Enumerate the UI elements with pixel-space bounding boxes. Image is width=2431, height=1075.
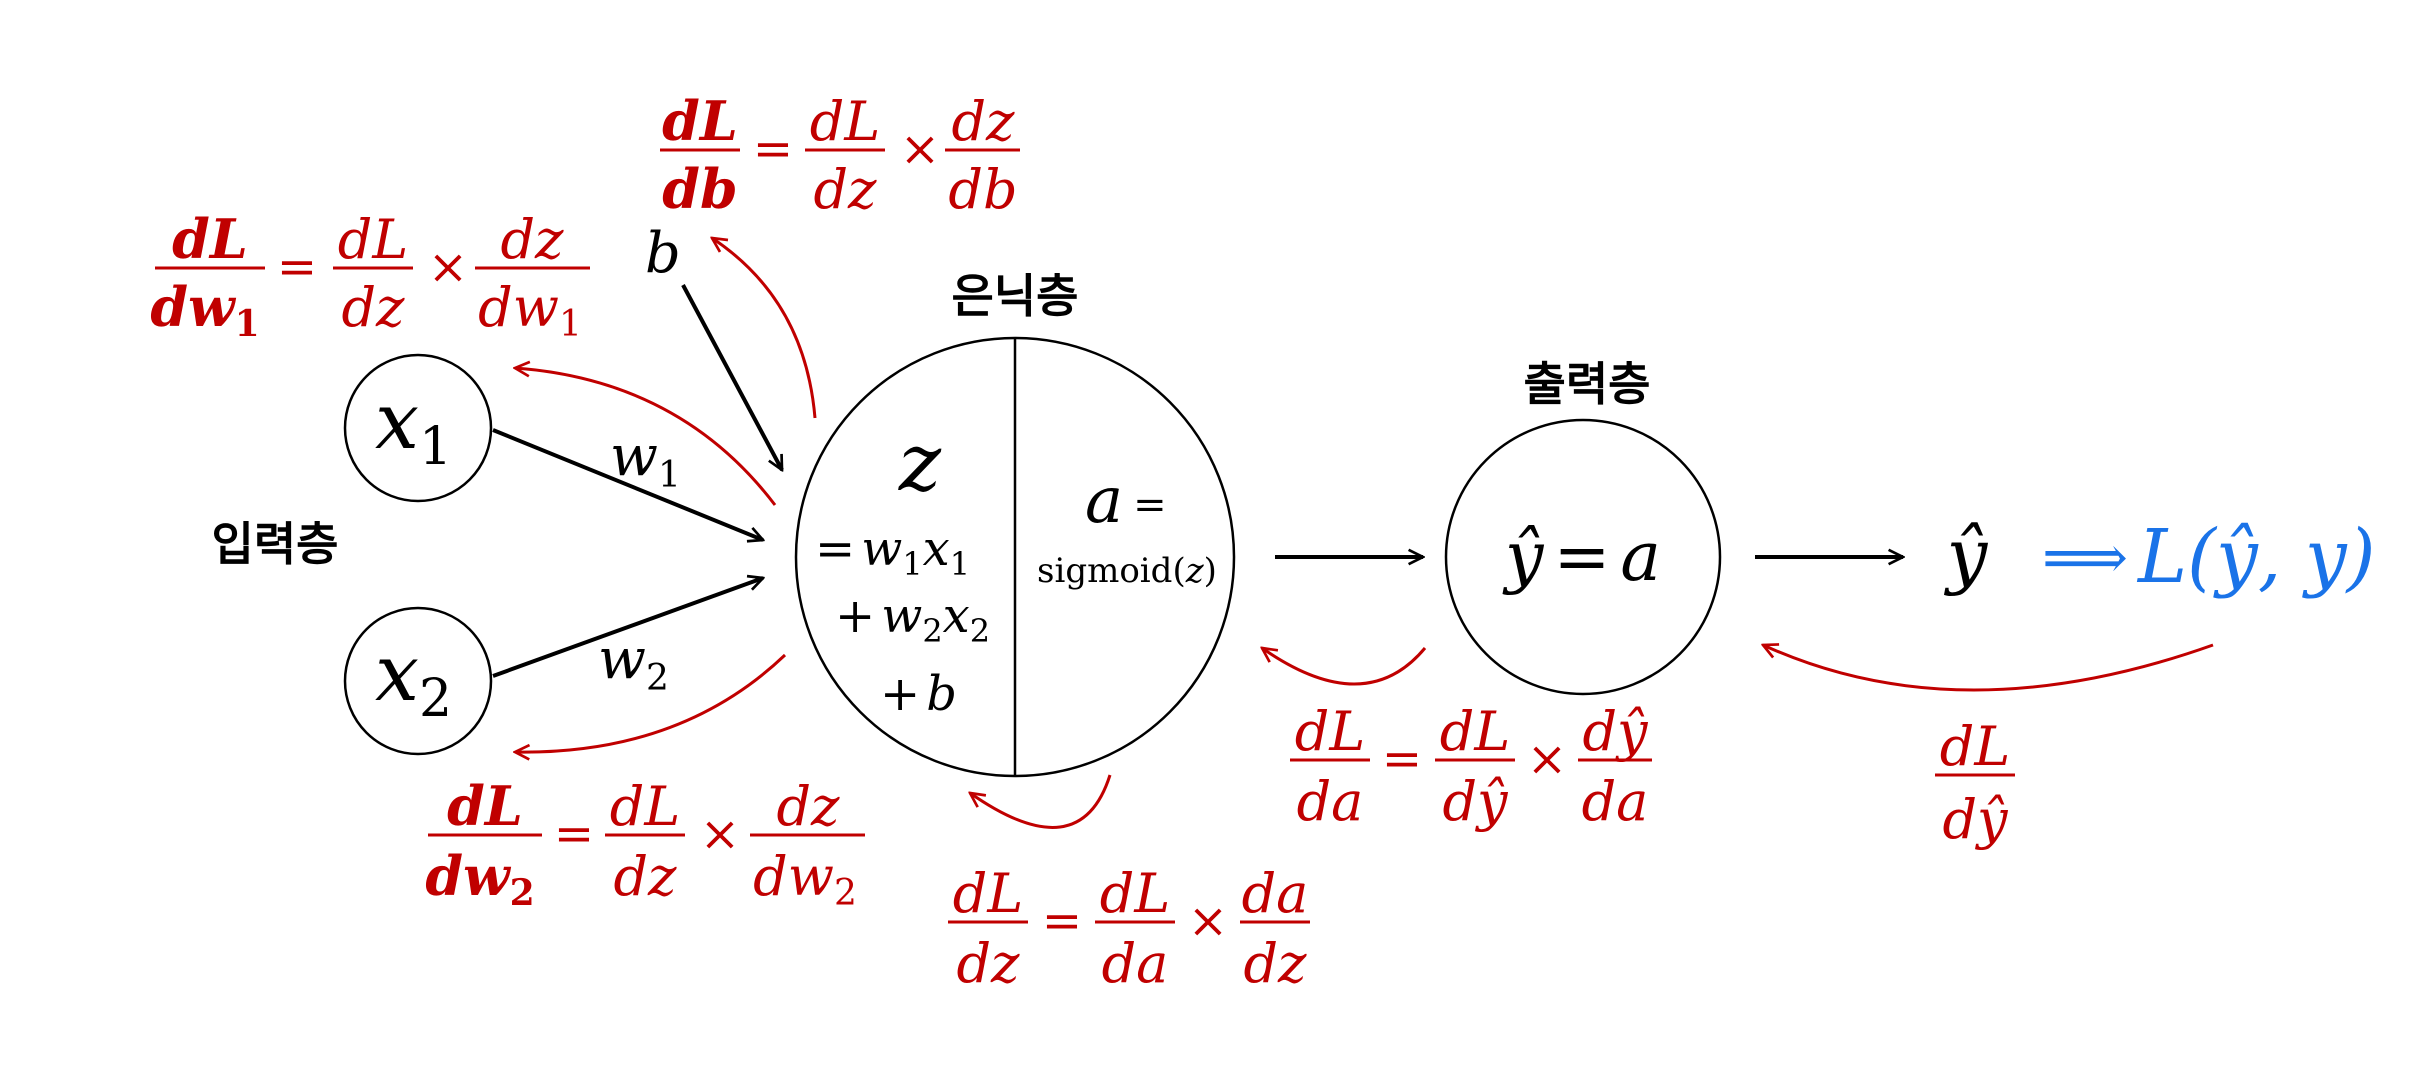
svg-text:dw2: dw2 <box>753 845 857 914</box>
svg-text:dL: dL <box>447 774 523 838</box>
svg-text:×: × <box>428 239 468 295</box>
z-label: z <box>898 416 942 509</box>
svg-text:da: da <box>1242 862 1309 925</box>
loss-function: L(ŷ, y) <box>2136 514 2376 600</box>
svg-text:dL: dL <box>1940 715 2010 778</box>
svg-text:×: × <box>900 121 940 177</box>
svg-text:dL: dL <box>810 90 880 153</box>
gradient-dw2: dL dw2 = dL dz × dz dw2 <box>425 774 865 914</box>
backprop-arrow-dyhat <box>1763 645 2214 692</box>
gradient-db: dL db = dL dz × dz db <box>660 89 1020 221</box>
w2-label: w2 <box>598 627 669 699</box>
output-layer-label: 출력층 <box>1524 357 1651 411</box>
z-eq-line3: +b <box>880 666 957 722</box>
svg-text:da: da <box>1297 770 1364 833</box>
svg-text:da: da <box>1102 932 1169 995</box>
svg-text:dw2: dw2 <box>425 844 534 914</box>
hidden-layer-label: 은닉층 <box>952 269 1079 323</box>
edge-x2-hidden <box>492 578 763 678</box>
svg-text:dL: dL <box>610 775 680 838</box>
edge-x1-hidden <box>492 428 763 540</box>
svg-text:dw1: dw1 <box>150 275 259 345</box>
implies-symbol: ⟹ <box>2042 523 2128 593</box>
gradient-dw1: dL dw1 = dL dz × dz dw1 <box>150 207 590 345</box>
backprop-arrow-da <box>1262 648 1427 686</box>
edge-bias-hidden <box>681 284 784 470</box>
svg-text:dL: dL <box>1100 862 1170 925</box>
w1-label: w1 <box>610 424 681 496</box>
yhat-result: ŷ <box>1944 513 1989 597</box>
svg-text:dz: dz <box>951 90 1015 153</box>
output-eq: ŷ=a <box>1502 518 1661 597</box>
svg-text:da: da <box>1582 770 1649 833</box>
svg-text:dz: dz <box>1243 932 1307 995</box>
z-eq-line1: =w1x1 <box>815 521 970 583</box>
svg-text:dz: dz <box>341 276 405 339</box>
svg-text:db: db <box>662 157 738 221</box>
gradient-da: dL da = dL dŷ × dŷ da <box>1290 700 1652 833</box>
x2-node <box>343 606 493 756</box>
svg-text:×: × <box>700 806 740 862</box>
svg-text:dL: dL <box>1295 700 1365 763</box>
svg-text:dz: dz <box>813 158 877 221</box>
gradient-dz: dL dz = dL da × da dz <box>948 862 1310 995</box>
svg-text:dL: dL <box>953 862 1023 925</box>
svg-text:=: = <box>1042 893 1082 949</box>
svg-text:dz: dz <box>956 932 1020 995</box>
svg-text:dŷ: dŷ <box>1582 700 1649 763</box>
backprop-arrow-dw1 <box>515 368 777 506</box>
svg-text:×: × <box>1527 731 1567 787</box>
x1-label: x1 <box>375 377 452 477</box>
output-node <box>1444 418 1722 696</box>
svg-text:=: = <box>554 806 594 862</box>
x1-node <box>343 353 493 503</box>
svg-text:dŷ: dŷ <box>1942 788 2009 851</box>
svg-text:dw1: dw1 <box>478 276 582 345</box>
x2-label: x2 <box>375 629 452 729</box>
svg-text:dL: dL <box>662 89 738 153</box>
svg-text:dL: dL <box>172 207 248 271</box>
backprop-arrow-dz <box>970 774 1112 829</box>
backprop-arrow-db <box>712 238 817 419</box>
input-layer-label: 입력층 <box>212 517 339 571</box>
bias-label: b <box>645 221 681 286</box>
backprop-arrow-dw2 <box>515 653 787 752</box>
a-label: a= <box>1085 464 1167 538</box>
svg-text:×: × <box>1188 893 1228 949</box>
svg-text:dL: dL <box>338 208 408 271</box>
svg-text:=: = <box>277 239 317 295</box>
svg-text:db: db <box>948 158 1017 221</box>
sigmoid-label: sigmoid(z) <box>1037 551 1217 591</box>
svg-text:dz: dz <box>500 208 564 271</box>
svg-text:=: = <box>1382 731 1422 787</box>
svg-text:dz: dz <box>776 775 840 838</box>
svg-text:dz: dz <box>613 845 677 908</box>
z-eq-line2: +w2x2 <box>835 588 990 650</box>
svg-text:dL: dL <box>1440 700 1510 763</box>
svg-text:dŷ: dŷ <box>1442 770 1509 833</box>
svg-text:=: = <box>753 121 793 177</box>
gradient-dyhat: dL dŷ <box>1935 715 2015 851</box>
